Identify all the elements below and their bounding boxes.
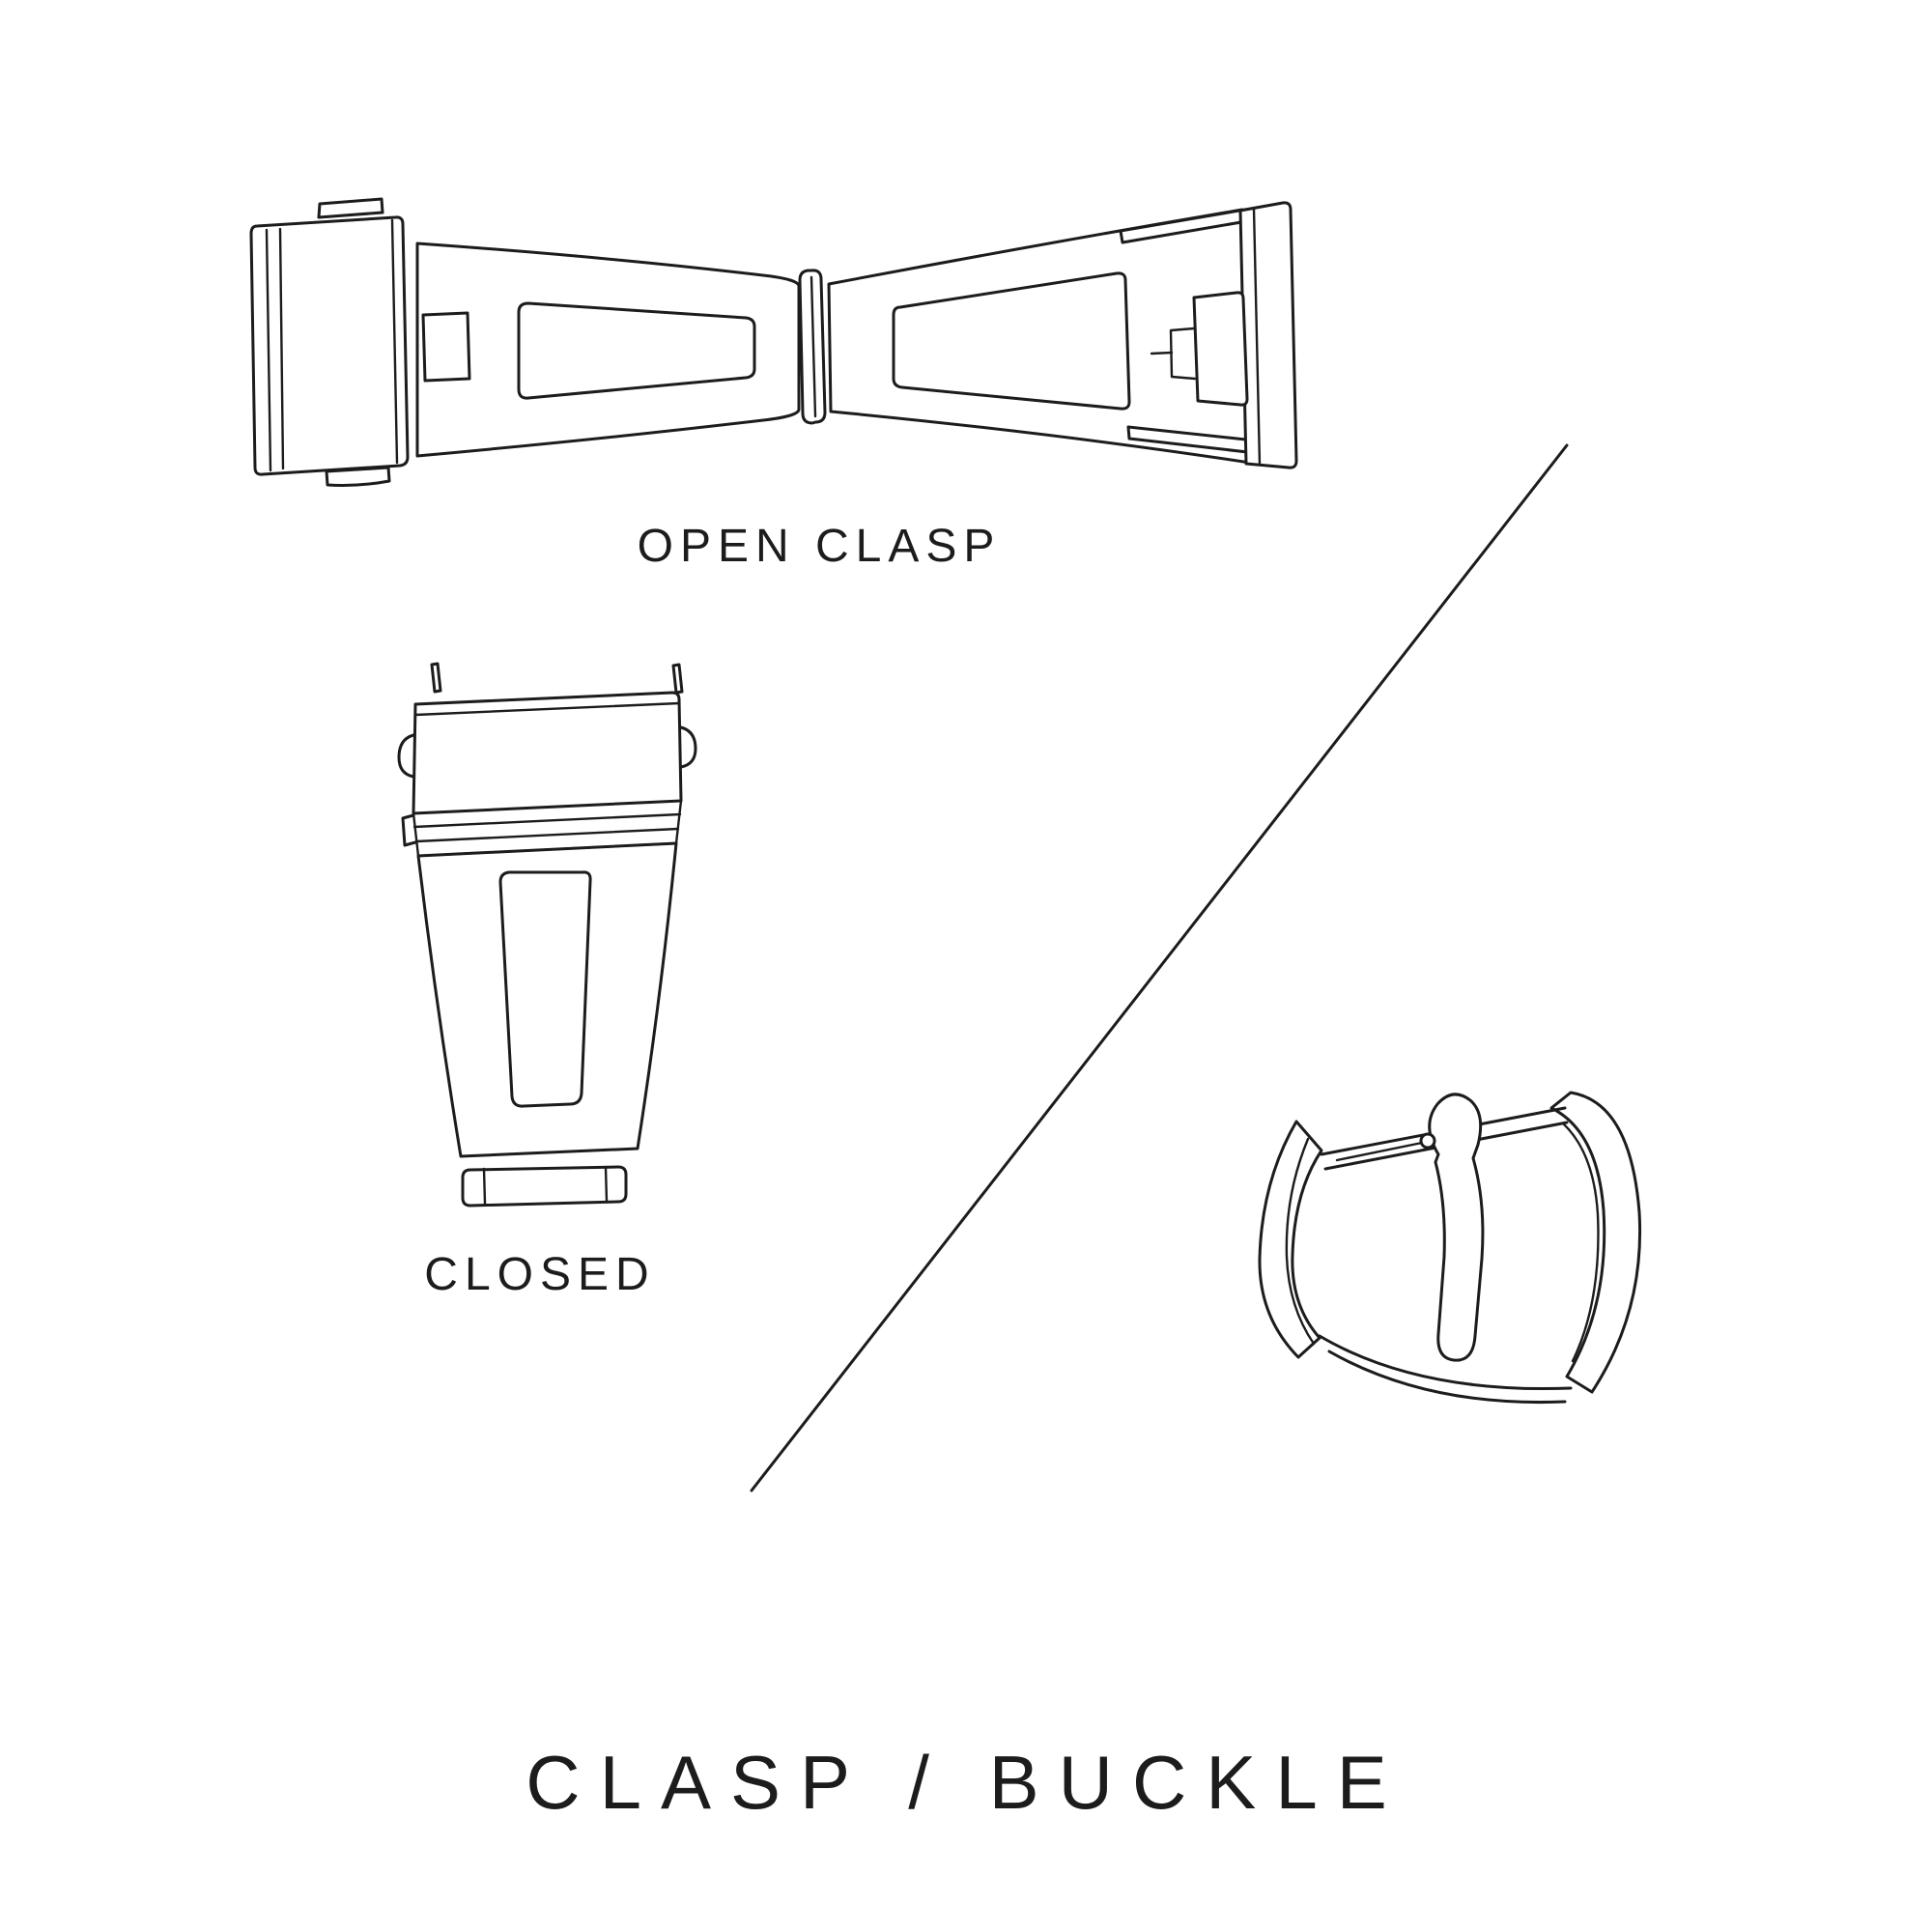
closed-clasp-illustration [397, 662, 697, 1208]
diagonal-divider-line [750, 443, 1569, 1492]
open-clasp-label: OPEN CLASP [637, 521, 1002, 572]
open-clasp-illustration [249, 197, 1298, 487]
closed-clasp-label: CLOSED [424, 1249, 656, 1300]
page-title: CLASP / BUCKLE [526, 1740, 1406, 1825]
tang-buckle-illustration [1258, 1091, 1642, 1405]
